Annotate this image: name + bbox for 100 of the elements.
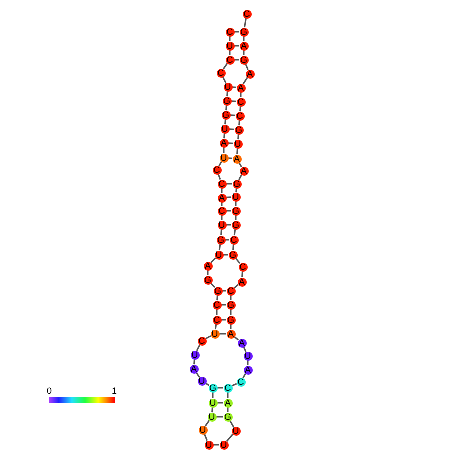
nucleotide-circle: U — [198, 426, 208, 434]
connector-line — [240, 92, 242, 98]
connector-line — [221, 216, 223, 220]
nucleotide-circle: A — [220, 138, 228, 148]
connector-line — [220, 333, 226, 335]
connector-line — [204, 420, 210, 427]
connector-line — [242, 271, 244, 278]
nucleotide-circle: A — [240, 166, 248, 176]
connector-line — [216, 416, 224, 418]
connector-line — [226, 183, 232, 185]
connector-line — [229, 128, 235, 130]
connector-line — [242, 374, 246, 378]
nucleotide-circle: G — [240, 56, 248, 64]
connector-line — [234, 59, 240, 61]
connector-line — [226, 105, 228, 111]
nucleotide-circle: U — [218, 220, 226, 230]
nucleotide-circle: A — [226, 330, 236, 338]
nucleotide-circle: U — [244, 352, 252, 360]
connector-line — [234, 31, 240, 33]
nucleotide-circle: A — [190, 364, 198, 374]
connector-line — [222, 304, 226, 306]
connector-line — [229, 50, 231, 56]
nucleotide-circle: G — [232, 180, 242, 188]
connector-line — [227, 408, 229, 412]
connector-line — [236, 148, 238, 155]
connector-line — [224, 133, 226, 139]
nucleotide-circle: U — [214, 250, 224, 260]
nucleotide-circle: G — [228, 250, 238, 260]
nucleotide-circle: G — [216, 236, 226, 244]
nucleotide-circle: C — [230, 236, 238, 244]
nucleotide-circle: A — [240, 42, 248, 50]
connector-line — [216, 310, 218, 316]
connector-line — [221, 188, 223, 194]
connector-line — [247, 360, 249, 366]
nucleotide-circle: U — [210, 330, 220, 338]
nucleotide-circle: C — [236, 112, 244, 120]
nucleotide-circle: G — [226, 316, 236, 324]
nucleotide-circle: C — [224, 384, 232, 392]
connector-line — [230, 114, 236, 116]
connector-line — [226, 196, 232, 198]
nucleotide-circle: U — [224, 82, 232, 92]
connector-line — [216, 295, 218, 301]
connector-line — [238, 174, 243, 180]
nucleotide-circle: A — [246, 70, 254, 78]
nucleotide-circle: C — [216, 68, 226, 78]
nucleotide-circle: G — [240, 28, 248, 36]
nucleotide-circle: U — [220, 124, 230, 134]
connector-line — [218, 387, 224, 389]
nucleotide-circle: C — [198, 336, 206, 346]
connector-line — [235, 202, 237, 206]
connector-line — [223, 148, 225, 154]
nucleotide-circle: G — [232, 206, 240, 216]
connector-line — [210, 258, 216, 264]
nucleotide-circle: U — [208, 412, 216, 422]
connector-line — [226, 434, 234, 442]
nucleotide-circle: C — [226, 286, 236, 296]
nucleotide-circle: C — [226, 28, 234, 36]
connector-line — [230, 324, 232, 330]
connector-line — [214, 444, 220, 446]
nucleotide-circle: G — [226, 300, 236, 310]
nucleotide-circle: U — [204, 440, 214, 450]
nucleotide-circle: C — [236, 378, 246, 386]
nucleotide-circle: U — [208, 398, 218, 408]
scale-label: 1 — [112, 386, 118, 396]
nucleotide-circle: C — [238, 262, 248, 272]
connector-line — [235, 216, 237, 220]
nucleotide-circle: C — [212, 300, 222, 310]
nucleotide-circle: G — [234, 126, 244, 134]
connector-line — [212, 392, 214, 398]
connector-line — [230, 310, 232, 316]
connector-line — [224, 119, 226, 125]
nucleotide-circle: G — [204, 276, 212, 284]
connector-line — [212, 407, 214, 413]
nucleotide-circle: C — [226, 56, 234, 64]
connector-line — [240, 106, 242, 112]
connector-line — [218, 162, 222, 166]
connector-line — [222, 319, 226, 321]
connector-line — [232, 244, 234, 251]
nucleotide-circle: U — [232, 192, 240, 202]
connector-line — [226, 91, 228, 97]
nucleotide-circle: U — [190, 350, 200, 360]
nucleotide-circle: U — [198, 376, 206, 386]
connector-line — [238, 120, 240, 126]
connector-line — [206, 335, 212, 340]
nucleotide-circle: C — [218, 206, 226, 216]
connector-line — [243, 50, 245, 56]
nucleotide-circle: U — [226, 42, 234, 50]
nucleotide-circle: A — [244, 366, 252, 374]
connector-line — [234, 284, 239, 289]
nucleotide-circle: U — [234, 140, 242, 148]
nucleotide-circle: U — [220, 440, 228, 450]
connector-line — [194, 359, 196, 365]
nucleotide-circle: G — [214, 286, 222, 296]
nucleotide-circle: A — [236, 84, 246, 92]
nucleotide-circle: A — [204, 262, 212, 270]
connector-line — [207, 270, 209, 276]
nucleotide-circle: C — [212, 316, 222, 324]
connector-line — [232, 383, 238, 387]
connector-line — [218, 402, 224, 404]
connector-line — [244, 18, 247, 28]
